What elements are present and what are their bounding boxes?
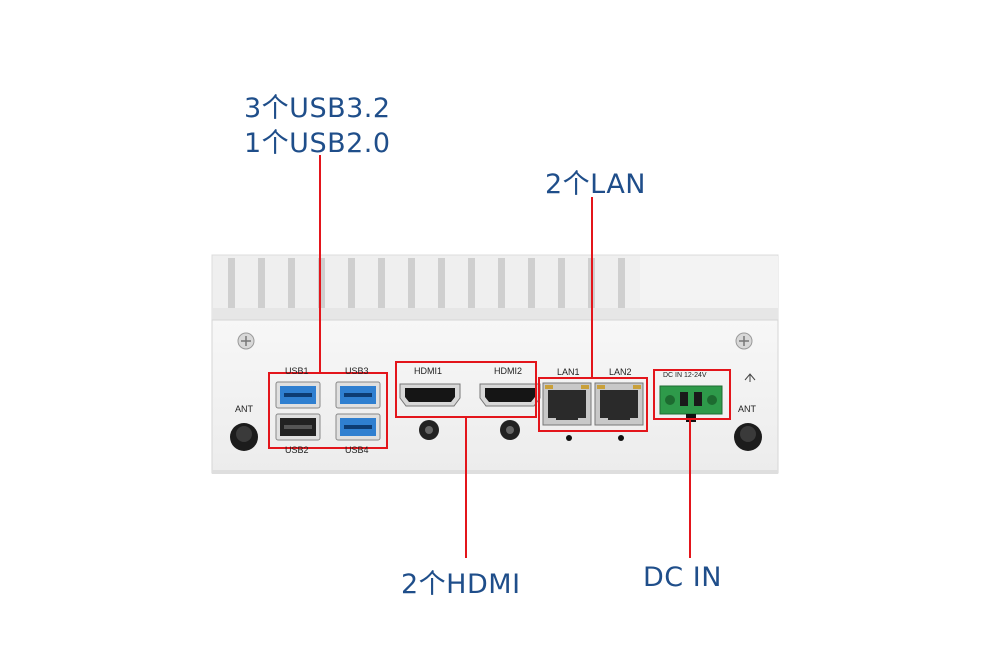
lan-leader-line bbox=[591, 197, 593, 378]
hdmi-leader-line bbox=[465, 417, 467, 558]
usb-callout-line2: 1个USB2.0 bbox=[244, 128, 391, 159]
usb1-port bbox=[275, 381, 321, 409]
lan1-label: LAN1 bbox=[557, 367, 580, 377]
lan-callout: 2个LAN bbox=[545, 169, 647, 200]
usb3-label: USB3 bbox=[345, 366, 369, 376]
lan1-led bbox=[566, 435, 572, 441]
usb4-label: USB4 bbox=[345, 445, 369, 455]
usb3-port bbox=[335, 381, 381, 409]
dc-in-label: DC IN 12-24V bbox=[663, 372, 707, 379]
hdmi-callout: 2个HDMI bbox=[401, 569, 521, 600]
antenna-right bbox=[734, 423, 762, 451]
hdmi2-label: HDMI2 bbox=[494, 366, 523, 376]
ant-right-label: ANT bbox=[738, 404, 756, 414]
usb-callout-line1: 3个USB3.2 bbox=[244, 93, 391, 124]
screw-left bbox=[237, 332, 255, 350]
usb1-label: USB1 bbox=[285, 366, 309, 376]
usb2-label: USB2 bbox=[285, 445, 309, 455]
usb-highlight-box bbox=[268, 372, 388, 449]
lan2-led bbox=[618, 435, 624, 441]
dc-in-highlight-box bbox=[653, 369, 731, 420]
hdmi1-screw bbox=[419, 420, 439, 440]
hdmi1-label: HDMI1 bbox=[414, 366, 443, 376]
lan2-port bbox=[594, 382, 644, 426]
dc-in-terminal bbox=[659, 385, 723, 422]
lan2-label: LAN2 bbox=[609, 367, 632, 377]
dc-in-leader-line bbox=[689, 419, 691, 558]
usb-leader-line bbox=[319, 155, 321, 373]
ant-left-label: ANT bbox=[235, 404, 253, 414]
usb4-port bbox=[335, 413, 381, 441]
dc-in-callout: DC IN bbox=[643, 562, 722, 593]
screw-right bbox=[735, 332, 753, 350]
heatsink bbox=[211, 254, 779, 328]
antenna-left bbox=[230, 423, 258, 451]
hdmi2-screw bbox=[500, 420, 520, 440]
wifi-icon bbox=[744, 373, 756, 382]
lan1-port bbox=[542, 382, 592, 426]
usb2-port bbox=[275, 413, 321, 441]
hdmi1-port bbox=[399, 383, 461, 407]
hdmi2-port bbox=[479, 383, 541, 407]
